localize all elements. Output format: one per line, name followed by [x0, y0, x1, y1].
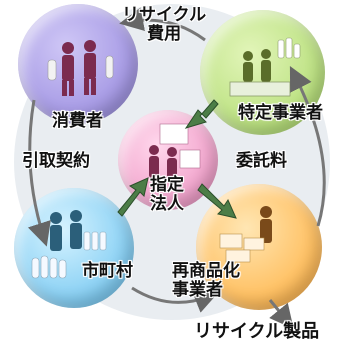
recycler-line1: 再商品化	[172, 261, 240, 281]
commission-fee-label: 委託料	[236, 151, 287, 171]
designated-corp-people-icon	[149, 123, 201, 180]
cycle-arrow-bottom	[131, 286, 219, 313]
recycling-fee-line1: リサイクル	[122, 5, 207, 25]
recycled-products-label: リサイクル製品	[194, 321, 320, 342]
consumer-label: 消費者	[52, 111, 103, 131]
fee-arrow	[184, 99, 219, 129]
recycler-label: 再商品化 事業者	[172, 262, 240, 300]
recycler-line2: 事業者	[172, 280, 223, 300]
cycle-arrow-right	[289, 65, 326, 227]
municipality-label: 市町村	[82, 261, 133, 281]
designated-business-label: 特定事業者	[238, 103, 323, 123]
municipality-people-bottles-icon	[31, 210, 107, 279]
recycle-bales-icon	[219, 206, 272, 263]
designated-business-node	[200, 10, 325, 135]
pickup-contract-arrow	[117, 177, 149, 217]
cycle-arrow-top	[119, 7, 206, 42]
pickup-contract-label: 引取契約	[22, 151, 90, 171]
designated-corp-label: 指定 法人	[150, 176, 184, 214]
consumers-people-icon	[47, 40, 114, 96]
cycle-arrow-left	[27, 99, 51, 247]
designated-corp-line2: 法人	[150, 194, 184, 214]
recycled-products-arrow	[268, 299, 294, 329]
recycling-fee-line2: 費用	[147, 24, 182, 44]
designated-corp-line1: 指定	[150, 175, 184, 195]
commission-arrow	[197, 183, 237, 219]
municipality-node	[14, 188, 134, 308]
recycling-fee-label: リサイクル 費用	[122, 6, 206, 44]
factory-icon	[229, 37, 301, 97]
consumer-node	[18, 4, 138, 124]
